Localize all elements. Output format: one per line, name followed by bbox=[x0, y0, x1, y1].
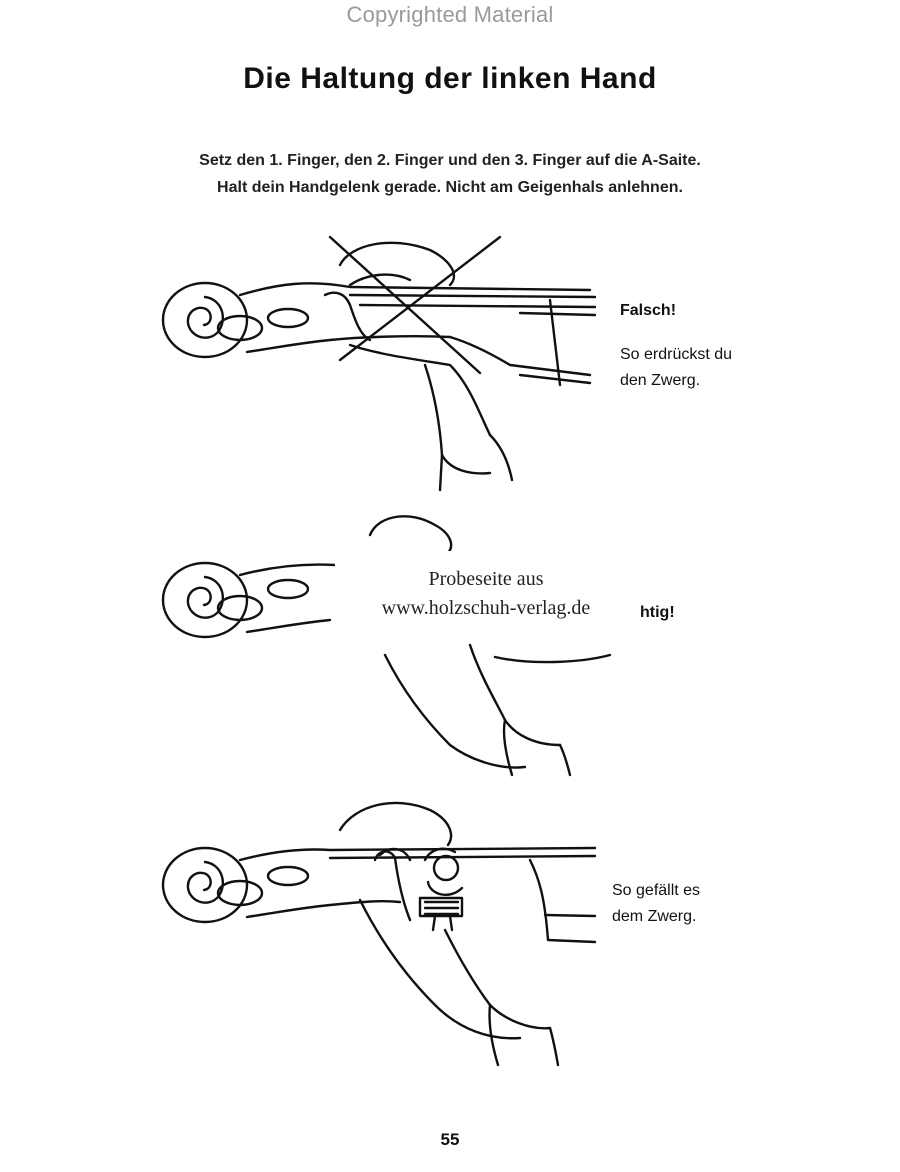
violin-illustration-correct bbox=[161, 801, 597, 1067]
caption-line: den Zwerg. bbox=[620, 372, 701, 389]
instruction-line: Setz den 1. Finger, den 2. Finger und de… bbox=[199, 152, 701, 169]
violin-illustration-right bbox=[161, 515, 612, 777]
page-number: 55 bbox=[440, 1130, 460, 1149]
watermark-line: www.holzschuh-verlag.de bbox=[381, 597, 591, 619]
figure-label-right-fragment: htig! bbox=[640, 604, 675, 621]
instruction-line: Halt dein Handgelenk gerade. Nicht am Ge… bbox=[217, 179, 683, 196]
watermark: Probeseite aus www.holzschuh-verlag.de bbox=[335, 551, 637, 639]
copyright-notice: Copyrighted Material bbox=[346, 2, 554, 27]
instructions: Setz den 1. Finger, den 2. Finger und de… bbox=[0, 147, 900, 201]
watermark-line: Probeseite aus bbox=[428, 568, 544, 590]
caption-line: dem Zwerg. bbox=[612, 908, 697, 925]
figure-caption-correct: So gefällt es dem Zwerg. bbox=[612, 878, 700, 930]
caption-line: So erdrückst du bbox=[620, 346, 733, 363]
caption-line: So gefällt es bbox=[612, 882, 701, 899]
figure-caption-wrong: So erdrückst du den Zwerg. bbox=[620, 342, 732, 394]
violin-illustration-wrong bbox=[161, 235, 597, 492]
figure-label-wrong: Falsch! bbox=[620, 302, 677, 319]
page-title: Die Haltung der linken Hand bbox=[243, 62, 657, 95]
